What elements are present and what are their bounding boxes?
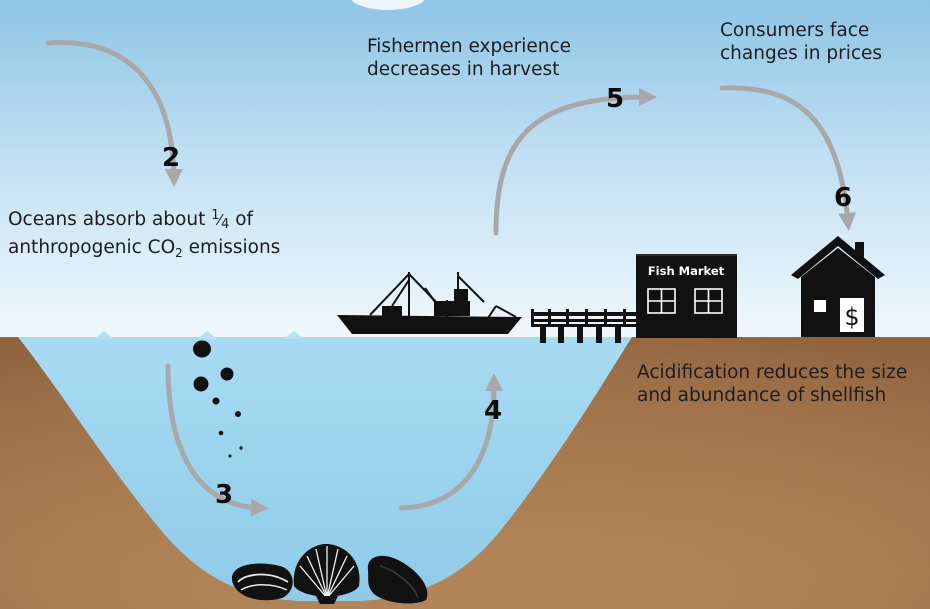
house-door — [840, 298, 864, 332]
acidification-caption: Acidification reduces the size and abund… — [637, 361, 907, 407]
consumers-caption-line1: Consumers face — [720, 20, 870, 41]
fraction-numerator: 1 — [211, 208, 219, 223]
market-windows — [647, 288, 723, 314]
house: $ — [791, 236, 885, 337]
caption-line1-prefix: Oceans absorb about — [8, 209, 212, 230]
step-number-4: 4 — [484, 396, 503, 426]
fishermen-caption-line2: decreases in harvest — [367, 59, 560, 80]
consumers-caption-line2: changes in prices — [720, 43, 883, 64]
cycle-arrows — [45, 40, 857, 517]
fish-market-sign: Fish Market — [648, 264, 725, 278]
arrow-step3 — [165, 363, 269, 517]
wave-mark — [197, 331, 217, 339]
fraction-slash: ⁄ — [218, 211, 222, 229]
sun — [351, 0, 425, 10]
fraction-denominator: 4 — [221, 217, 230, 232]
step-number-5: 5 — [606, 84, 625, 114]
consumers-caption: Consumers face changes in prices — [720, 19, 882, 65]
pier — [531, 309, 636, 343]
mussel-shell — [231, 563, 293, 601]
caption-line2-suffix: emissions — [182, 237, 281, 258]
dollar-sign: $ — [844, 303, 859, 331]
fishermen-caption-line1: Fishermen experience — [367, 36, 572, 57]
arrow-step2 — [45, 40, 183, 187]
acidification-caption-line1: Acidification reduces the size — [637, 362, 908, 383]
fishermen-caption: Fishermen experience decreases in harves… — [367, 35, 571, 81]
step-number-3: 3 — [215, 480, 234, 510]
step-number-2: 2 — [162, 143, 181, 173]
wave-mark — [94, 331, 114, 339]
oceans-absorb-caption: Oceans absorb about 1⁄4 of anthropogenic… — [8, 204, 280, 265]
arrow-step6 — [719, 85, 857, 231]
oyster-shell — [367, 555, 428, 604]
shellfish — [231, 544, 428, 604]
acidification-caption-line2: and abundance of shellfish — [637, 385, 887, 406]
fishing-boat — [337, 272, 522, 334]
step-number-6: 6 — [834, 183, 853, 213]
co2-bubbles — [193, 340, 243, 458]
co2-subscript: 2 — [175, 246, 183, 260]
caption-line2-prefix: anthropogenic CO — [8, 237, 176, 258]
arrow-step5 — [493, 88, 657, 236]
arrow-step4 — [398, 373, 504, 511]
house-window — [814, 300, 826, 312]
caption-line1-suffix: of — [229, 209, 254, 230]
scallop-shell — [293, 544, 360, 604]
wave-mark — [284, 331, 304, 339]
fish-market-building: Fish Market — [636, 254, 737, 338]
